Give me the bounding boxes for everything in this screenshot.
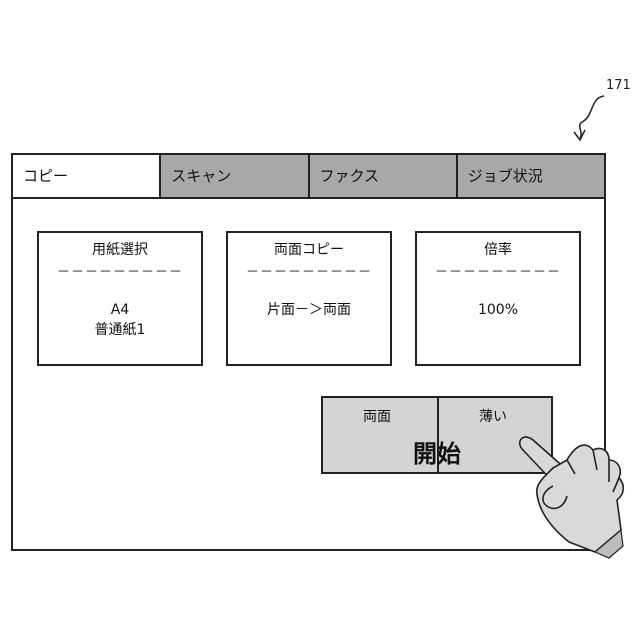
zoom-title: 倍率 (417, 239, 579, 259)
tab-copy[interactable]: コピー (13, 155, 161, 197)
paper-select-separator: －－－－－－－－－ (39, 261, 201, 280)
reference-numeral: 171 (606, 78, 631, 93)
start-button-duplex-label: 両面 (363, 406, 391, 426)
tab-bar: コピー スキャン ファクス ジョブ状況 (13, 155, 604, 199)
zoom-separator: －－－－－－－－－ (417, 261, 579, 280)
zoom-value: 100% (417, 300, 579, 320)
paper-size-value: A4 (39, 300, 201, 320)
duplex-copy-title: 両面コピー (228, 239, 390, 259)
paper-type-value: 普通紙1 (39, 320, 201, 340)
tab-fax[interactable]: ファクス (310, 155, 458, 197)
zoom-card[interactable]: 倍率 －－－－－－－－－ 100% (415, 231, 581, 366)
curved-arrow-icon (570, 92, 610, 144)
paper-select-title: 用紙選択 (39, 239, 201, 259)
duplex-mode-value: 片面－＞両面 (228, 300, 390, 320)
duplex-copy-separator: －－－－－－－－－ (228, 261, 390, 280)
paper-select-card[interactable]: 用紙選択 －－－－－－－－－ A4 普通紙1 (37, 231, 203, 366)
tab-scan[interactable]: スキャン (161, 155, 309, 197)
duplex-copy-card[interactable]: 両面コピー －－－－－－－－－ 片面－＞両面 (226, 231, 392, 366)
start-button-density-label: 薄い (479, 406, 507, 426)
hand-pointer-icon (505, 430, 630, 560)
tab-job-status[interactable]: ジョブ状況 (458, 155, 604, 197)
